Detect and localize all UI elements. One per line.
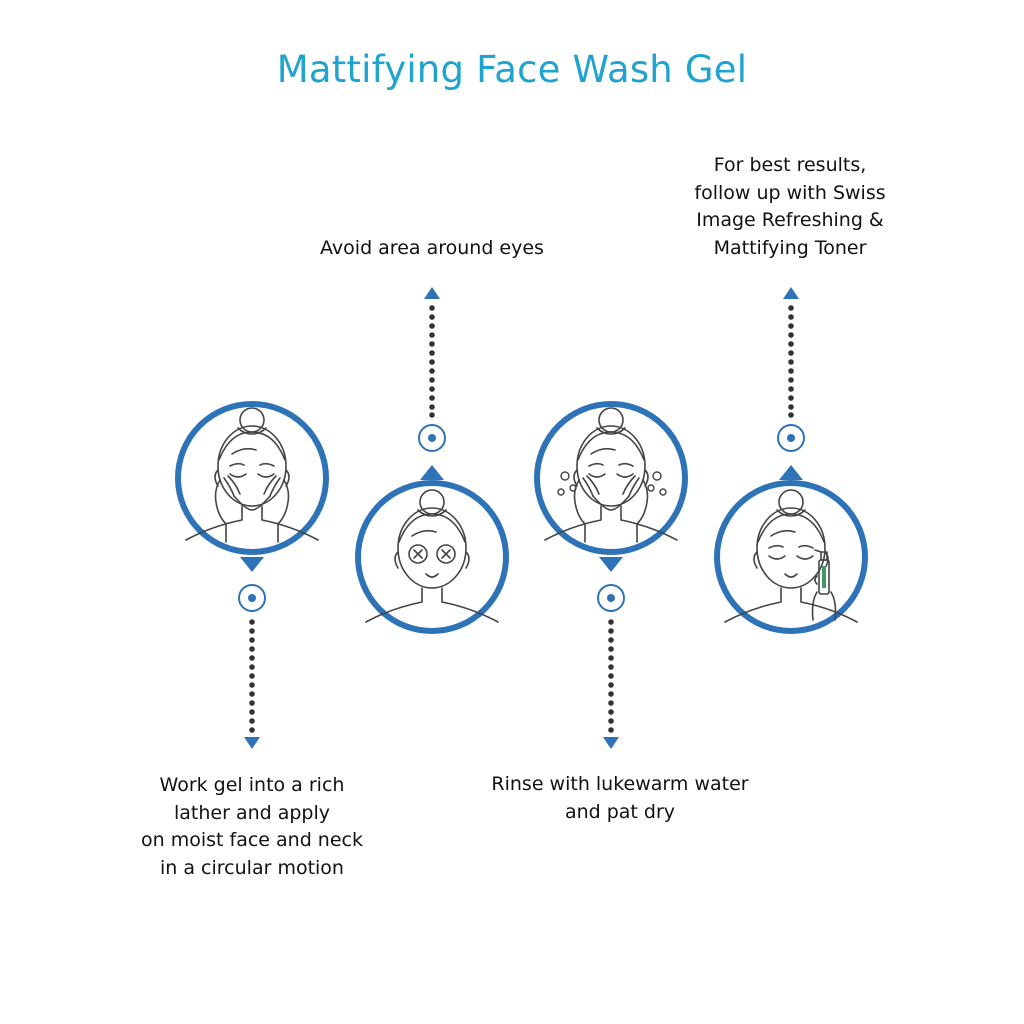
step-3-dotted-connector [608,619,614,733]
step-1-circle [175,401,329,572]
page-title: Mattifying Face Wash Gel [276,48,748,91]
face-eyes-covered-icon [365,489,499,623]
step-2-caption: Avoid area around eyes [320,237,544,259]
step-2-node-icon [418,424,446,452]
step-4-caption: For best results, follow up with Swiss I… [694,154,886,259]
step-4-arrow-up-icon [783,287,799,299]
step-1-dotted-connector [249,619,255,733]
face-toner-spray-icon [724,489,858,623]
step-1 [175,401,329,749]
step-4 [714,287,868,634]
step-3-circle [534,401,688,572]
step-3 [534,401,688,749]
step-1-node-icon [238,584,266,612]
step-1-arrow-down-icon [244,737,260,749]
step-4-dotted-connector [788,305,794,418]
step-2-circle [355,465,509,634]
step-1-caption: Work gel into a rich lather and apply on… [141,774,363,879]
step-3-caption: Rinse with lukewarm water and pat dry [491,773,749,823]
step-2-dotted-connector [429,305,435,418]
step-3-node-icon [597,584,625,612]
step-2 [355,287,509,634]
step-3-arrow-down-icon [603,737,619,749]
face-rinsing-icon [544,407,678,543]
step-2-arrow-up-icon [424,287,440,299]
step-4-node-icon [777,424,805,452]
